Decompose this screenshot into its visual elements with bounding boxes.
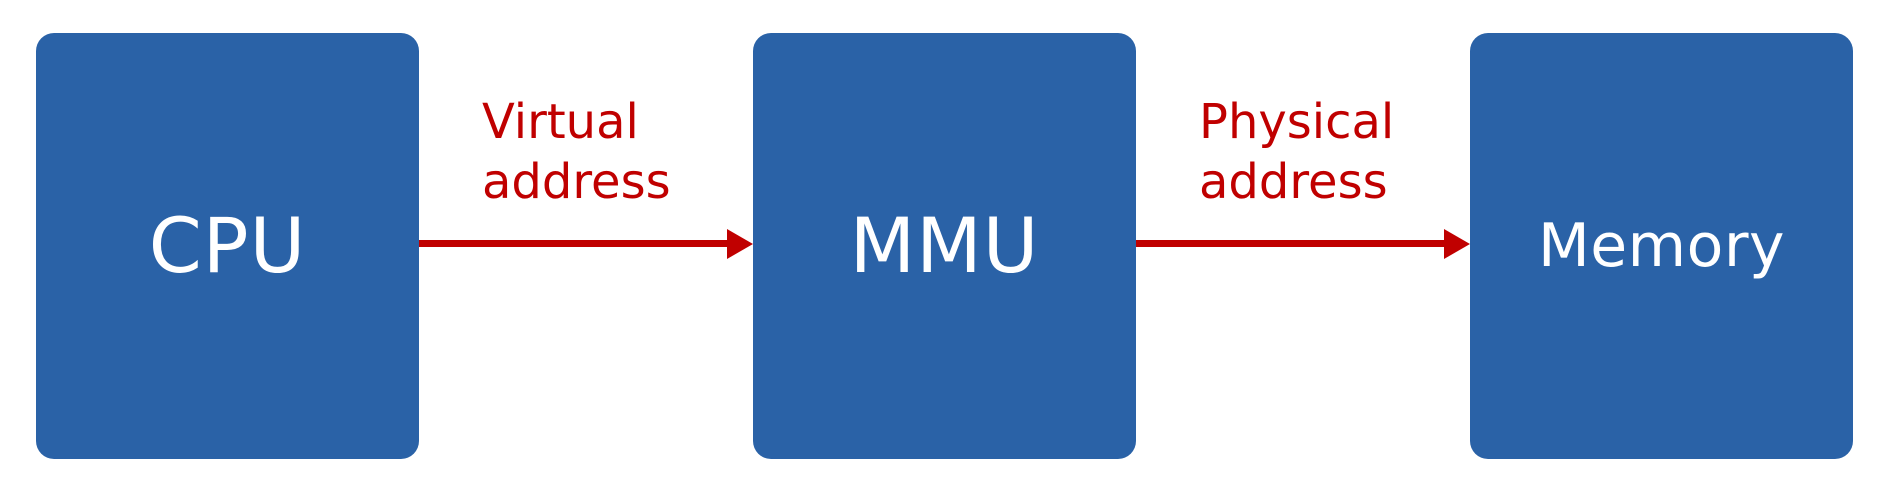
memory-block: Memory (1470, 33, 1853, 459)
physical-address-label-line1: Physical (1199, 94, 1395, 150)
cpu-label: CPU (148, 201, 307, 290)
virtual-address-label-line2: address (482, 154, 671, 210)
virtual-address-label: Virtual address (482, 92, 671, 212)
mmu-label: MMU (849, 201, 1040, 290)
cpu-to-mmu-arrow-line (419, 240, 729, 247)
physical-address-label: Physical address (1199, 92, 1394, 212)
virtual-address-label-line1: Virtual (482, 94, 639, 150)
cpu-block: CPU (36, 33, 419, 459)
mmu-to-memory-arrow-line (1136, 240, 1446, 247)
memory-label: Memory (1537, 211, 1785, 281)
physical-address-label-line2: address (1199, 154, 1388, 210)
mmu-to-memory-arrowhead-icon (1444, 229, 1470, 259)
cpu-to-mmu-arrowhead-icon (727, 229, 753, 259)
mmu-block: MMU (753, 33, 1136, 459)
